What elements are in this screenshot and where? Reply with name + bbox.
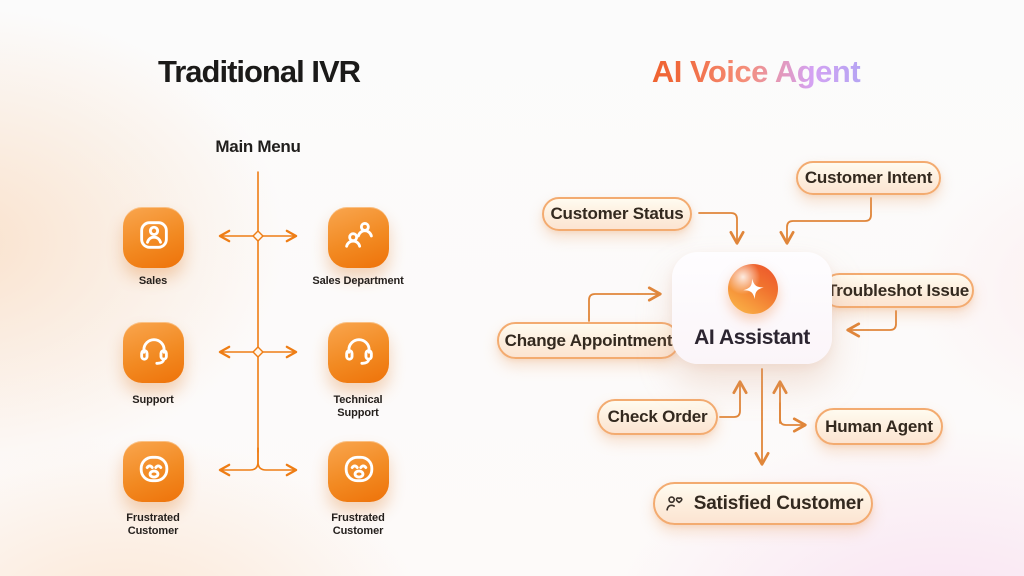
technical-support-tile [328, 322, 389, 383]
pill-troubleshot-issue: Troubleshot Issue [822, 273, 974, 308]
sales-department-label: Sales Department [312, 275, 404, 287]
frustrated-customer-label: Frustrated Customer [331, 512, 385, 537]
headset-icon [340, 331, 378, 374]
frustrated-face-icon [340, 450, 378, 493]
pill-human-agent: Human Agent [815, 408, 943, 445]
ai-assistant-label: AI Assistant [694, 326, 810, 349]
sparkle-icon [728, 264, 778, 314]
pill-label: Human Agent [825, 416, 933, 436]
pill-label: Troubleshot Issue [826, 280, 970, 300]
right-panel-title: AI Voice Agent [600, 54, 912, 90]
junction-diamond [252, 230, 264, 242]
ivr-tree-lines [218, 171, 298, 477]
technical-support-label: Technical Support [333, 394, 383, 419]
headset-icon [135, 331, 173, 374]
contact-card-icon [135, 216, 173, 259]
pill-customer-intent: Customer Intent [796, 161, 941, 195]
pill-label: Change Appointment [504, 330, 673, 350]
pill-label: Satisfied Customer [693, 492, 864, 514]
pill-check-order: Check Order [597, 399, 718, 435]
pill-change-appointment: Change Appointment [497, 322, 680, 359]
sales-department-tile [328, 207, 389, 268]
pill-label: Customer Intent [804, 168, 933, 187]
main-menu-label: Main Menu [215, 137, 301, 156]
support-label: Support [132, 394, 174, 406]
sales-tile [123, 207, 184, 268]
team-icon [340, 216, 378, 259]
pill-label: Check Order [607, 407, 708, 426]
frustrated-face-icon [135, 450, 173, 493]
pill-label: Customer Status [550, 204, 684, 223]
support-tile [123, 322, 184, 383]
frustrated-customer-label: Frustrated Customer [126, 512, 180, 537]
person-heart-icon [663, 492, 686, 515]
sales-label: Sales [138, 275, 168, 287]
frustrated-customer-tile [123, 441, 184, 502]
pill-satisfied-customer: Satisfied Customer [653, 482, 873, 525]
junction-diamond [252, 346, 264, 358]
frustrated-customer-tile [328, 441, 389, 502]
left-panel-title: Traditional IVR [157, 54, 361, 89]
pill-customer-status: Customer Status [542, 197, 692, 231]
